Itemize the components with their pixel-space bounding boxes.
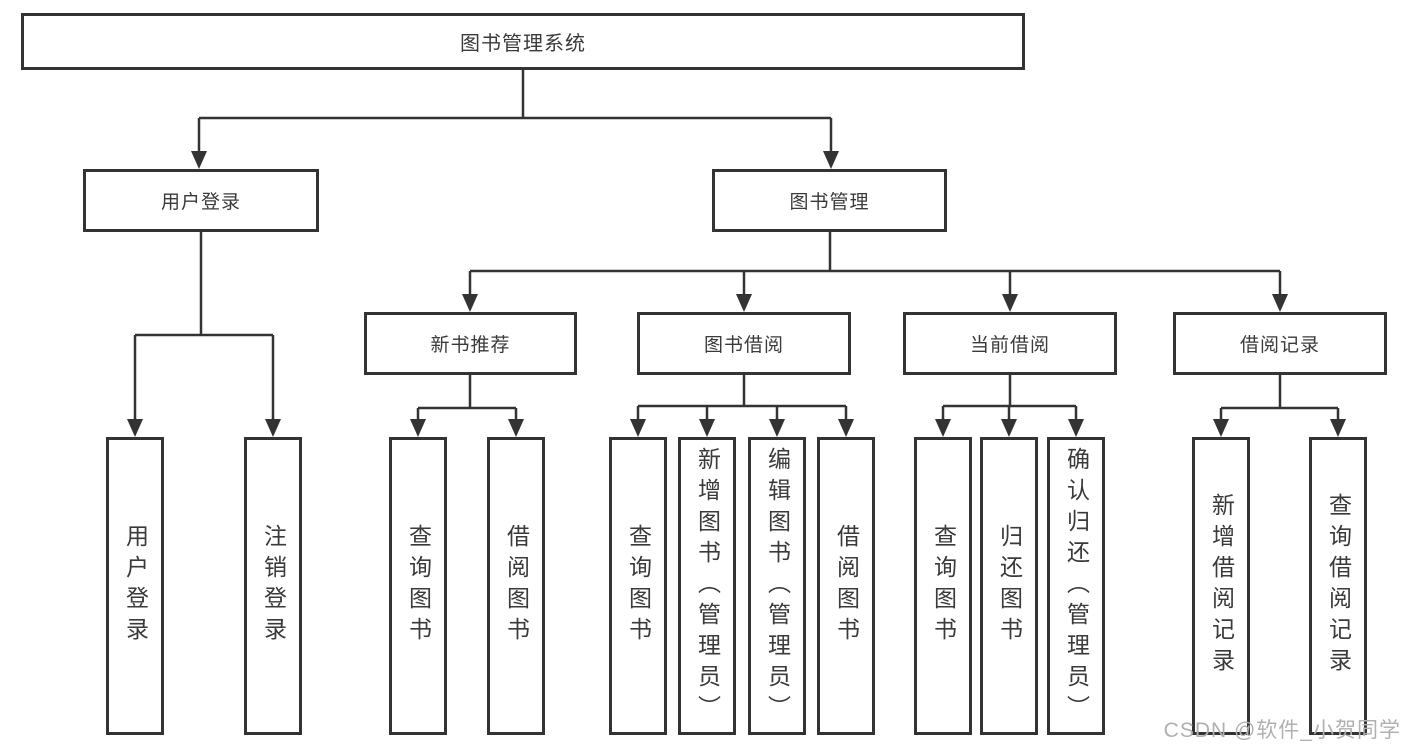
leaf-edit-book-admin-label: 编辑图书（管理员） bbox=[764, 446, 791, 726]
csdn-watermark: CSDN @软件_小贺同学 bbox=[1163, 719, 1401, 742]
leaf-add-borrow-record-label: 新增借阅记录 bbox=[1208, 493, 1235, 679]
leaf-edit-book-admin: 编辑图书（管理员） bbox=[748, 437, 806, 735]
leaf-return-book-label: 归还图书 bbox=[996, 524, 1023, 648]
leaf-borrow-book-recommend-label: 借阅图书 bbox=[503, 524, 530, 648]
leaf-query-book-recommend-label: 查询图书 bbox=[405, 524, 432, 648]
leaf-add-borrow-record: 新增借阅记录 bbox=[1192, 437, 1250, 735]
leaf-confirm-return-admin: 确认归还（管理员） bbox=[1047, 437, 1105, 735]
leaf-add-book-admin: 新增图书（管理员） bbox=[678, 437, 736, 735]
leaf-borrow-book: 借阅图书 bbox=[817, 437, 875, 735]
leaf-query-book-borrow: 查询图书 bbox=[609, 437, 667, 735]
leaf-query-book-current: 查询图书 bbox=[914, 437, 972, 735]
leaf-user-login: 用户登录 bbox=[106, 437, 164, 735]
node-system-root: 图书管理系统 bbox=[21, 13, 1025, 70]
leaf-user-login-label: 用户登录 bbox=[122, 524, 149, 648]
leaf-logout-label: 注销登录 bbox=[260, 524, 287, 648]
leaf-borrow-book-recommend: 借阅图书 bbox=[487, 437, 545, 735]
leaf-confirm-return-admin-label: 确认归还（管理员） bbox=[1063, 446, 1090, 726]
leaf-return-book: 归还图书 bbox=[980, 437, 1038, 735]
leaf-logout: 注销登录 bbox=[244, 437, 302, 735]
node-current-borrow: 当前借阅 bbox=[903, 312, 1117, 375]
leaf-query-borrow-record: 查询借阅记录 bbox=[1309, 437, 1367, 735]
node-new-book-recommend: 新书推荐 bbox=[364, 312, 577, 375]
leaf-borrow-book-label: 借阅图书 bbox=[833, 524, 860, 648]
leaf-query-book-recommend: 查询图书 bbox=[389, 437, 447, 735]
node-borrow-record: 借阅记录 bbox=[1173, 312, 1387, 375]
leaf-add-book-admin-label: 新增图书（管理员） bbox=[694, 446, 721, 726]
leaf-query-book-current-label: 查询图书 bbox=[930, 524, 957, 648]
node-book-management: 图书管理 bbox=[712, 169, 947, 232]
node-book-borrow: 图书借阅 bbox=[637, 312, 851, 375]
leaf-query-book-borrow-label: 查询图书 bbox=[625, 524, 652, 648]
leaf-query-borrow-record-label: 查询借阅记录 bbox=[1325, 493, 1352, 679]
node-user-login: 用户登录 bbox=[83, 169, 319, 232]
